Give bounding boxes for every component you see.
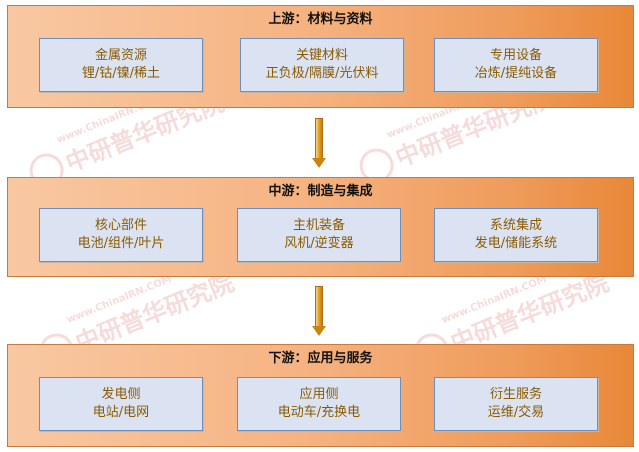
midstream-band: 中游：制造与集成 核心部件 电池/组件/叶片 主机装备 风机/逆变器 系统集成 … xyxy=(7,177,634,277)
band-title: 下游：应用与服务 xyxy=(268,351,373,366)
node-application-side: 应用侧 电动车/充换电 xyxy=(237,377,401,431)
node-detail: 冶炼/提纯设备 xyxy=(474,66,558,81)
node-detail: 电池/组件/叶片 xyxy=(77,236,165,251)
node-metal-resources: 金属资源 锂/钴/镍/稀土 xyxy=(39,38,203,92)
downstream-band: 下游：应用与服务 发电侧 电站/电网 应用侧 电动车/充换电 衍生服务 运维/交… xyxy=(7,344,634,447)
node-title: 金属资源 xyxy=(94,48,147,63)
node-title: 主机装备 xyxy=(292,218,345,233)
node-generation-side: 发电侧 电站/电网 xyxy=(39,377,203,431)
down-arrow-icon xyxy=(312,118,326,168)
band-title: 中游：制造与集成 xyxy=(268,184,373,199)
down-arrow-icon xyxy=(312,286,326,336)
node-title: 核心部件 xyxy=(94,218,147,233)
node-detail: 风机/逆变器 xyxy=(284,236,354,251)
node-detail: 运维/交易 xyxy=(487,405,545,420)
band-title: 上游：材料与资料 xyxy=(268,12,373,27)
node-detail: 电动车/充换电 xyxy=(277,405,361,420)
node-detail: 锂/钴/镍/稀土 xyxy=(81,66,161,81)
node-title: 专用设备 xyxy=(489,48,542,63)
node-title: 应用侧 xyxy=(299,387,339,402)
node-special-equipment: 专用设备 冶炼/提纯设备 xyxy=(434,38,598,92)
node-detail: 电站/电网 xyxy=(92,405,150,420)
node-title: 发电侧 xyxy=(101,387,141,402)
node-key-materials: 关键材料 正负极/隔膜/光伏料 xyxy=(240,38,404,92)
node-main-equipment: 主机装备 风机/逆变器 xyxy=(237,208,401,262)
upstream-band: 上游：材料与资料 金属资源 锂/钴/镍/稀土 关键材料 正负极/隔膜/光伏料 专… xyxy=(7,5,634,108)
node-derivative-services: 衍生服务 运维/交易 xyxy=(434,377,598,431)
node-detail: 正负极/隔膜/光伏料 xyxy=(265,66,379,81)
node-title: 衍生服务 xyxy=(489,387,542,402)
node-core-components: 核心部件 电池/组件/叶片 xyxy=(39,208,203,262)
node-detail: 发电/储能系统 xyxy=(474,236,558,251)
node-title: 系统集成 xyxy=(489,218,542,233)
node-title: 关键材料 xyxy=(295,48,348,63)
node-system-integration: 系统集成 发电/储能系统 xyxy=(434,208,598,262)
